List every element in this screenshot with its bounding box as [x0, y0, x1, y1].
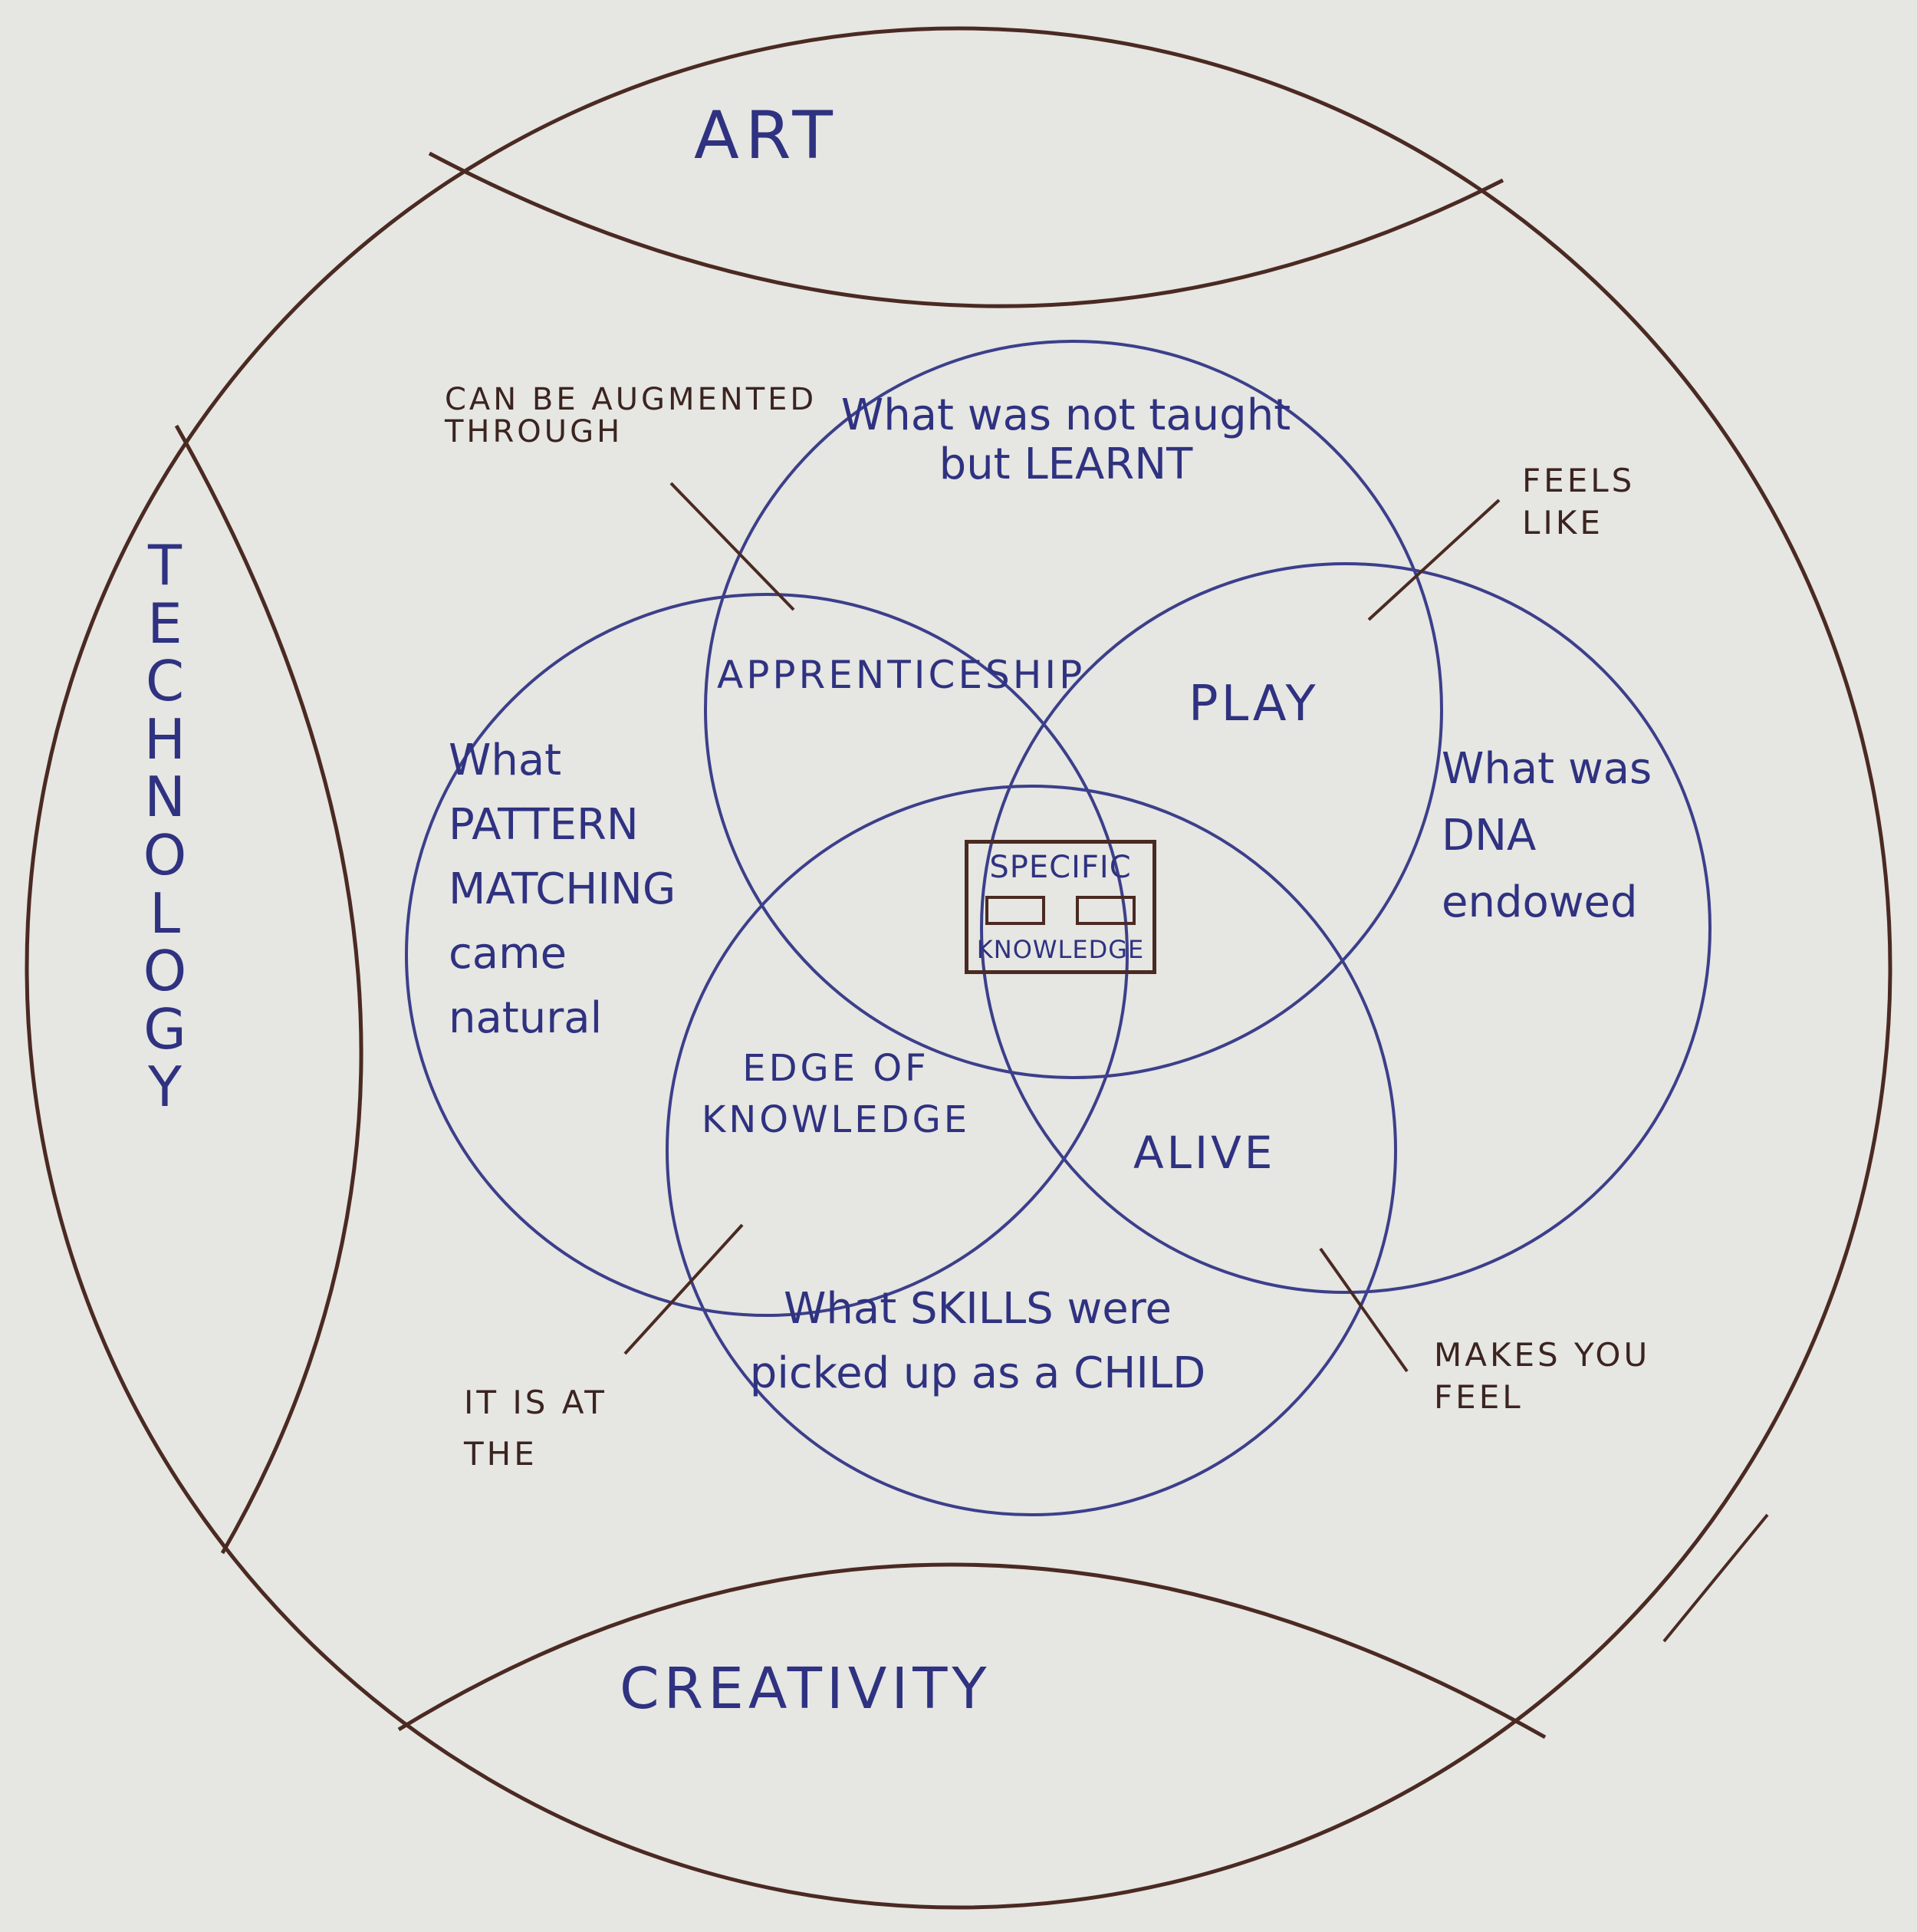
pointer-bottom-left	[623, 1223, 744, 1355]
technology-letter: G	[143, 996, 186, 1061]
circle-top-text: What was not taught but LEARNT	[836, 390, 1296, 490]
circle-bottom	[666, 785, 1397, 1516]
overlap-play: PLAY	[1189, 676, 1319, 732]
annotation-feels-like: FEELS LIKE	[1522, 462, 1636, 541]
technology-divider-arc	[174, 424, 363, 1555]
creativity-label: CREATIVITY	[620, 1656, 991, 1722]
circle-top-line: What was not taught but LEARNT	[840, 390, 1291, 490]
art-label: ART	[694, 97, 839, 174]
technology-letter: L	[149, 880, 181, 946]
outer-circle	[25, 26, 1892, 1910]
circle-right	[980, 562, 1711, 1294]
circle-left-text: What PATTERN MATCHING came natural	[449, 736, 676, 1043]
overlap-edge-of-knowledge: EDGE OF KNOWLEDGE	[701, 1047, 971, 1142]
center-line-1: SPECIFIC	[989, 850, 1132, 885]
technology-letter: O	[143, 939, 187, 1004]
pointer-top-left	[669, 482, 795, 611]
pointer-top-right	[1367, 499, 1501, 621]
creativity-divider-arc	[397, 1562, 1547, 1739]
center-bar-left	[985, 895, 1045, 925]
center-line-2: KNOWLEDGE	[976, 935, 1145, 964]
technology-letter: O	[143, 822, 187, 887]
center-bar-right	[1076, 895, 1136, 925]
technology-letter: Y	[148, 1055, 182, 1120]
pointer-bottom-right	[1319, 1247, 1409, 1373]
specific-knowledge-box: SPECIFIC KNOWLEDGE	[965, 840, 1156, 974]
technology-letter: H	[143, 706, 186, 772]
circle-top	[704, 340, 1443, 1079]
center-bars	[985, 895, 1136, 925]
circle-bottom-text: What SKILLS were picked up as a CHILD	[749, 1284, 1206, 1398]
technology-letter: C	[145, 649, 185, 714]
annotation-augmented: CAN BE AUGMENTED THROUGH	[445, 382, 817, 449]
circle-left	[405, 593, 1129, 1317]
tick-mark	[1662, 1513, 1769, 1643]
overlap-alive: ALIVE	[1133, 1127, 1276, 1179]
technology-letter: E	[147, 591, 182, 656]
annotation-at-the: IT IS AT THE	[464, 1384, 607, 1473]
circle-right-text: What was DNA endowed	[1442, 744, 1652, 927]
annotation-makes-you-feel: MAKES YOU FEEL	[1434, 1336, 1651, 1416]
overlap-apprenticeship: APPRENTICESHIP	[717, 653, 1086, 697]
technology-letter: N	[144, 765, 186, 830]
technology-letter: T	[148, 533, 182, 597]
art-divider-arc	[428, 151, 1504, 308]
